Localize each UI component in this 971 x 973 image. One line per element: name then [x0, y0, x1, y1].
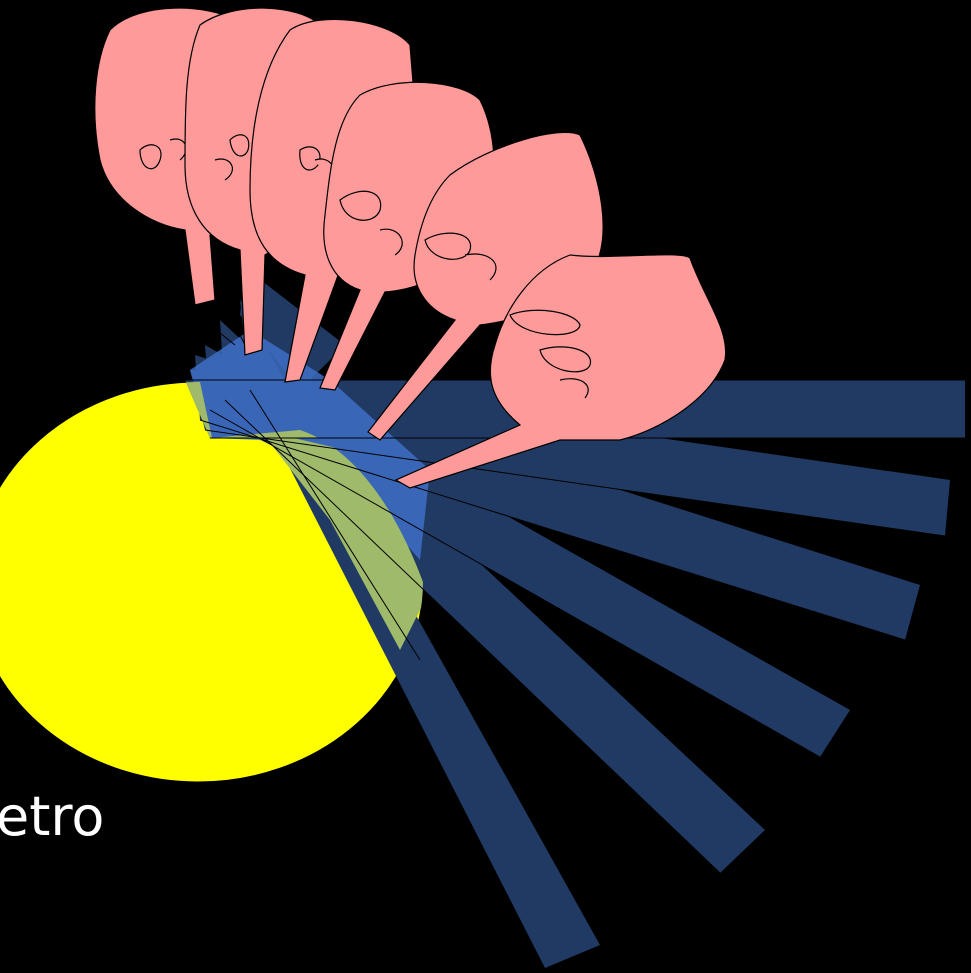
caption-text: etro: [0, 790, 104, 844]
